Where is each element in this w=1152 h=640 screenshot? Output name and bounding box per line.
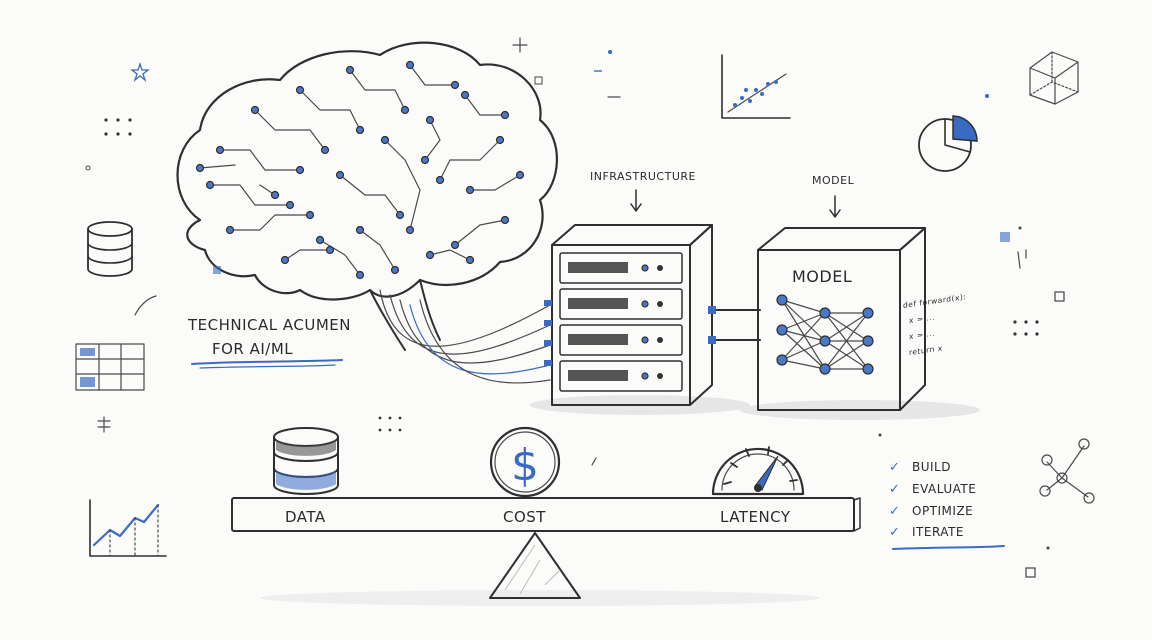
gauge-icon — [711, 446, 805, 496]
balance-data-label: DATA — [285, 508, 326, 526]
check-mark: ✓ — [889, 460, 900, 475]
checklist-item-label: BUILD — [912, 460, 951, 474]
checklist-item-label: OPTIMIZE — [912, 504, 973, 518]
infrastructure-label-group: INFRASTRUCTURE — [590, 170, 696, 212]
code-line: def forward(x): — [903, 292, 966, 310]
cube-icon — [1029, 51, 1079, 105]
technical-acumen-line1: TECHNICAL ACUMEN — [187, 316, 351, 334]
code-snippet: def forward(x): x = ... x = ... return x — [903, 292, 966, 357]
balance-latency-label: LATENCY — [720, 508, 791, 526]
grid-table-icon — [75, 343, 145, 391]
checklist-item: ✓ ITERATE — [889, 525, 964, 540]
infrastructure-label: INFRASTRUCTURE — [590, 170, 696, 183]
model-box-title: MODEL — [792, 267, 852, 286]
model-box: MODEL def forward(x): x = ... x = ... re… — [740, 227, 980, 420]
dollar-sign: $ — [511, 440, 539, 491]
database-icon — [87, 221, 133, 277]
database-icon — [273, 427, 339, 495]
balance-cost-label: COST — [503, 508, 546, 526]
code-line: x = ... — [909, 313, 935, 326]
model-label-group: MODEL — [812, 174, 855, 218]
check-mark: ✓ — [889, 504, 900, 519]
checklist-item: ✓ BUILD — [889, 460, 951, 475]
brain-circuit-icon — [176, 41, 559, 351]
checklist-item-label: ITERATE — [912, 525, 964, 539]
model-top-label: MODEL — [812, 174, 855, 187]
model-cables — [708, 306, 761, 344]
check-mark: ✓ — [889, 525, 900, 540]
code-line: x = ... — [909, 329, 935, 342]
check-mark: ✓ — [889, 482, 900, 497]
checklist-item-label: EVALUATE — [912, 482, 976, 496]
checklist: ✓ BUILD ✓ EVALUATE ✓ OPTIMIZE ✓ ITERATE — [889, 460, 1005, 550]
graph-nodes-icon — [1039, 438, 1095, 504]
checklist-item: ✓ OPTIMIZE — [889, 504, 973, 519]
data-cables — [379, 289, 551, 384]
decorative-marks — [85, 37, 1065, 578]
seesaw-icon: DATA COST LATENCY — [231, 497, 861, 606]
line-chart-icon — [89, 499, 167, 557]
scatter-plot-icon — [721, 54, 791, 119]
neural-network-icon — [776, 294, 874, 375]
pie-chart-icon — [918, 115, 978, 172]
checklist-item: ✓ EVALUATE — [889, 482, 976, 497]
dollar-coin-icon: $ — [489, 426, 561, 498]
technical-acumen-title: TECHNICAL ACUMEN FOR AI/ML — [187, 316, 351, 369]
server-rack-icon — [530, 224, 750, 415]
technical-acumen-line2: FOR AI/ML — [212, 340, 293, 358]
